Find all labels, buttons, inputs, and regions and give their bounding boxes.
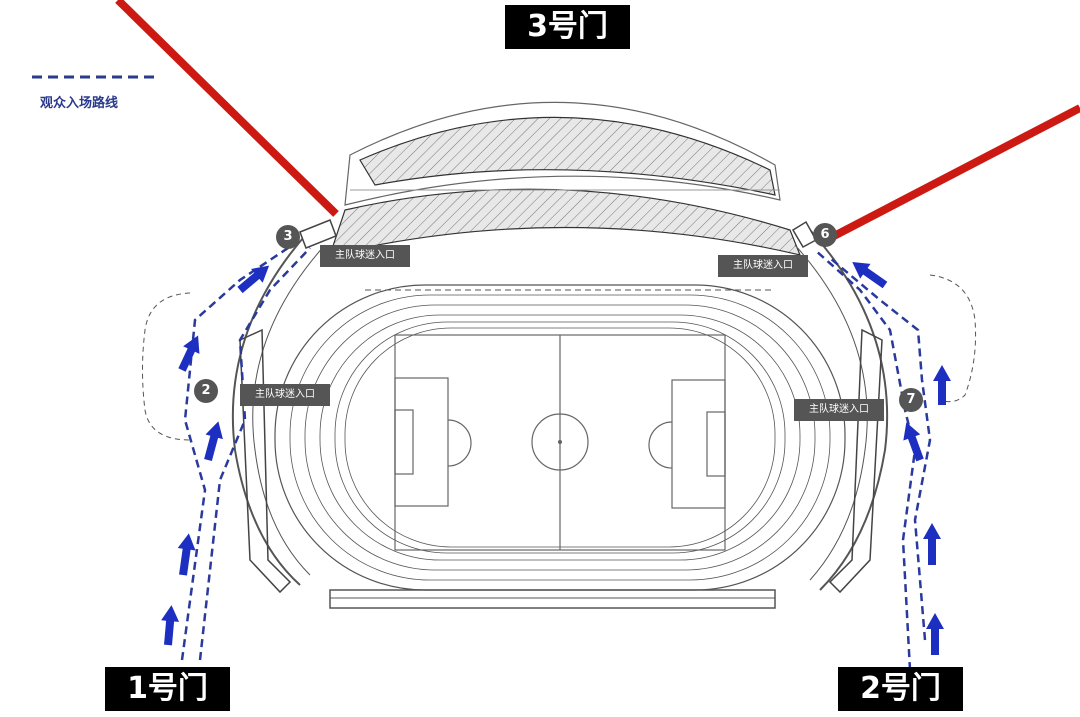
north-stand: [329, 101, 801, 256]
arrow-up-icon: [178, 335, 200, 372]
side-stands: [239, 328, 883, 594]
gate-1-label: 1号门: [105, 667, 230, 711]
team-entrance-label-2: 主队球迷入口: [240, 384, 330, 406]
team-entrance-label-3: 主队球迷入口: [320, 245, 410, 267]
entrance-badge-3: 3: [276, 225, 300, 249]
arrow-up-icon: [923, 523, 941, 565]
arrow-up-icon: [237, 265, 270, 294]
arrow-up-icon: [926, 613, 944, 655]
legend-label: 观众入场路线: [40, 96, 119, 111]
arrow-up-icon: [161, 605, 180, 646]
barrier-line-right: [832, 104, 1080, 240]
arrow-up-icon: [204, 421, 223, 462]
entrance-badge-2: 2: [194, 379, 218, 403]
arrow-up-icon: [177, 533, 196, 576]
entrance-badge-7: 7: [899, 388, 923, 412]
team-entrance-label-7: 主队球迷入口: [794, 399, 884, 421]
gate-3-label: 3号门: [505, 5, 630, 49]
team-entrance-label-6: 主队球迷入口: [718, 255, 808, 277]
spectator-routes: [180, 238, 932, 671]
arrow-up-icon: [903, 422, 924, 462]
entrance-badge-6: 6: [813, 223, 837, 247]
gate-2-label: 2号门: [838, 667, 963, 711]
arrow-up-icon: [933, 365, 951, 405]
football-pitch: [394, 334, 726, 551]
route-arrows: [161, 262, 951, 655]
arrow-up-icon: [852, 262, 888, 289]
barrier-line-left: [115, 0, 339, 217]
